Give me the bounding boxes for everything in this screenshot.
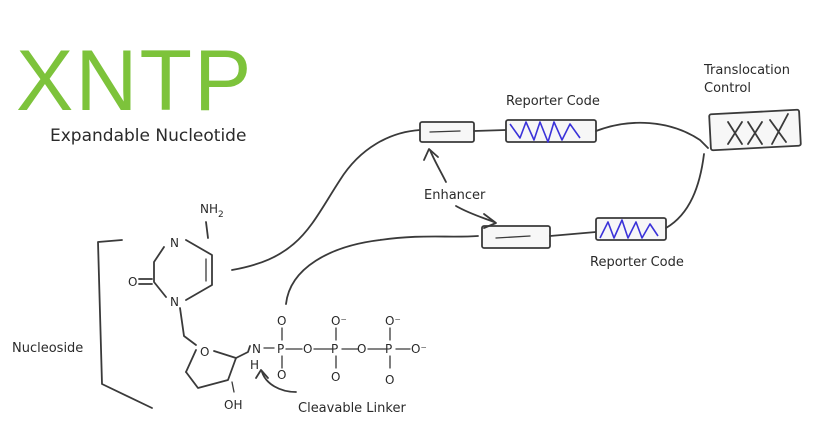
p2-top-oxygen: O⁻ bbox=[331, 314, 347, 328]
lower-link-1 bbox=[549, 231, 597, 237]
enhancer-arrowhead-up bbox=[423, 148, 439, 161]
reporter-code-label-top: Reporter Code bbox=[506, 94, 600, 109]
translocation-mark-2 bbox=[747, 121, 763, 145]
phosphorus-2: P bbox=[331, 342, 338, 356]
bridge-oxygen-1: O bbox=[303, 342, 312, 356]
reporter-code-pattern-bottom bbox=[599, 219, 659, 239]
p1-top-oxygen: O bbox=[277, 314, 286, 328]
enhancer-mark-bottom bbox=[495, 235, 531, 239]
p2-bottom-oxygen: O bbox=[331, 370, 340, 384]
nucleoside-bracket bbox=[97, 239, 153, 409]
terminal-oxygen: O⁻ bbox=[411, 342, 427, 356]
cleavable-linker-label: Cleavable Linker bbox=[298, 401, 406, 416]
ring-nitrogen-top: N bbox=[170, 236, 179, 250]
cleavable-linker-arrowhead bbox=[255, 369, 269, 379]
sugar-ring bbox=[179, 307, 251, 393]
translocation-label-line2: Control bbox=[704, 81, 751, 96]
linker-nitrogen: N bbox=[252, 342, 261, 356]
upper-tether bbox=[231, 129, 421, 271]
lower-link-2 bbox=[665, 153, 705, 229]
translocation-label-line1: Translocation bbox=[703, 63, 790, 78]
reporter-code-pattern-top bbox=[509, 121, 581, 143]
phosphorus-1: P bbox=[277, 342, 284, 356]
translocation-mark-1 bbox=[727, 121, 743, 145]
hydroxyl-label: OH bbox=[224, 398, 242, 412]
translocation-mark-3 bbox=[769, 113, 789, 145]
translocation-control-box bbox=[708, 108, 802, 152]
linker-hydrogen: H bbox=[250, 358, 259, 372]
reporter-code-box-bottom bbox=[595, 217, 667, 241]
phosphorus-3: P bbox=[385, 342, 392, 356]
sugar-oxygen: O bbox=[200, 345, 209, 359]
carbonyl-oxygen: O bbox=[128, 275, 137, 289]
subtitle: Expandable Nucleotide bbox=[50, 126, 246, 146]
p1-bottom-oxygen: O bbox=[277, 368, 286, 382]
enhancer-label: Enhancer bbox=[424, 188, 486, 203]
upper-link-2 bbox=[595, 121, 709, 149]
enhancer-arrow-up bbox=[429, 149, 447, 183]
enhancer-mark-top bbox=[429, 130, 461, 133]
nucleoside-label: Nucleoside bbox=[12, 341, 83, 356]
reporter-code-label-bottom: Reporter Code bbox=[590, 255, 684, 270]
enhancer-arrow-down bbox=[455, 205, 495, 223]
bridge-oxygen-2: O bbox=[357, 342, 366, 356]
cleavable-linker-arrow bbox=[261, 371, 297, 393]
cytosine-ring bbox=[138, 221, 213, 301]
title: XNTP bbox=[16, 33, 253, 129]
enhancer-arrowhead-down bbox=[483, 213, 497, 229]
phosphate-chain bbox=[263, 327, 411, 369]
upper-link-1 bbox=[473, 129, 507, 132]
p3-bottom-oxygen: O bbox=[385, 373, 394, 387]
p3-top-oxygen: O⁻ bbox=[385, 314, 401, 328]
ring-nitrogen-bottom: N bbox=[170, 295, 179, 309]
lower-tether bbox=[285, 235, 479, 305]
amine-label: NH2 bbox=[200, 202, 224, 220]
